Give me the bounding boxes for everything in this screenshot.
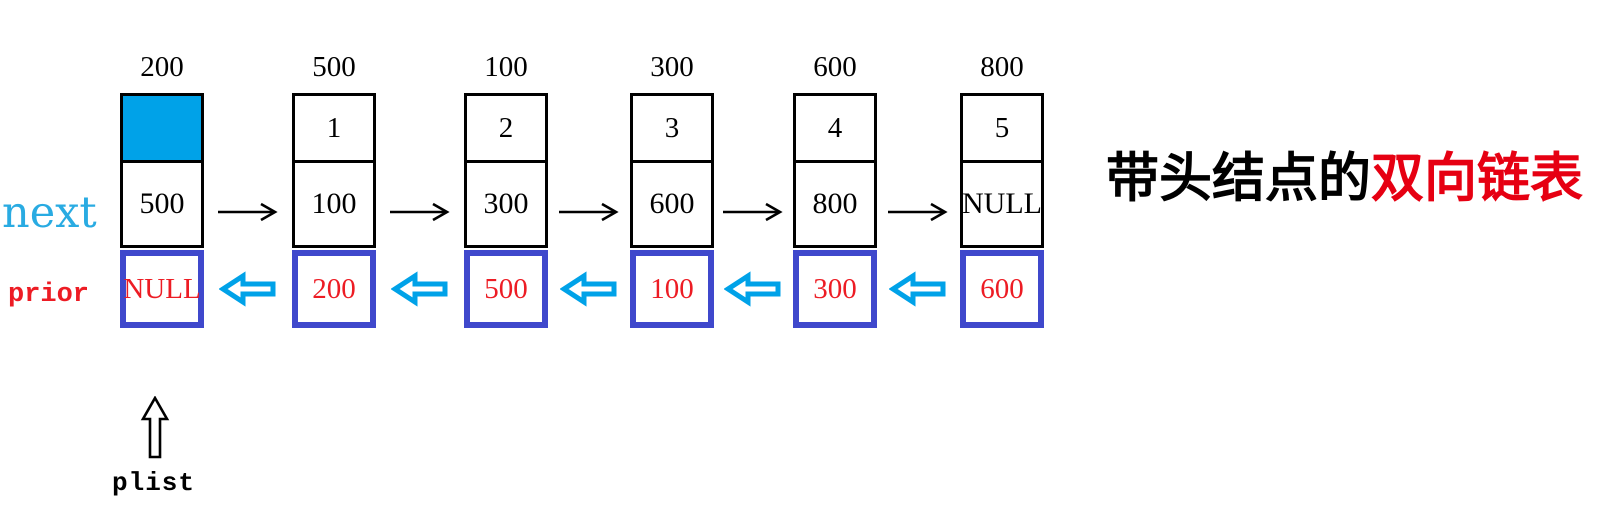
node-next-cell: 500: [120, 163, 204, 248]
right-arrow-icon: [390, 202, 450, 222]
right-arrow-icon: [723, 202, 783, 222]
node-data-cell: 4: [793, 93, 877, 163]
left-arrow-icon: [391, 271, 448, 307]
node-address: 800: [980, 51, 1024, 83]
list-node-600: 600 4 800 300: [793, 48, 877, 328]
list-node-300: 300 3 600 100: [630, 48, 714, 328]
list-node-800: 800 5 NULL 600: [960, 48, 1044, 328]
page-title: 带头结点的双向链表: [1106, 136, 1583, 212]
node-prior-cell: NULL: [120, 250, 204, 328]
node-address: 600: [813, 51, 857, 83]
node-data-cell: 2: [464, 93, 548, 163]
prior-row-label: prior: [8, 280, 90, 310]
node-prior-cell: 100: [630, 250, 714, 328]
left-arrow-icon: [560, 271, 617, 307]
node-next-cell: NULL: [960, 163, 1044, 248]
title-red-part: 双向链表: [1371, 147, 1583, 209]
plist-label: plist: [112, 468, 196, 498]
node-prior-cell: 500: [464, 250, 548, 328]
node-prior-cell: 200: [292, 250, 376, 328]
node-next-cell: 800: [793, 163, 877, 248]
node-next-cell: 100: [292, 163, 376, 248]
node-address: 200: [140, 51, 184, 83]
node-next-cell: 300: [464, 163, 548, 248]
node-address: 300: [650, 51, 694, 83]
left-arrow-icon: [219, 271, 276, 307]
node-data-cell: 3: [630, 93, 714, 163]
node-address: 100: [484, 51, 528, 83]
node-prior-cell: 300: [793, 250, 877, 328]
node-data-cell-head: [120, 93, 204, 163]
list-node-500: 500 1 100 200: [292, 48, 376, 328]
right-arrow-icon: [559, 202, 619, 222]
list-node-100: 100 2 300 500: [464, 48, 548, 328]
left-arrow-icon: [724, 271, 781, 307]
next-row-label: next: [2, 188, 97, 238]
node-next-cell: 600: [630, 163, 714, 248]
node-data-cell: 1: [292, 93, 376, 163]
node-prior-cell: 600: [960, 250, 1044, 328]
node-address: 500: [312, 51, 356, 83]
left-arrow-icon: [889, 271, 946, 307]
right-arrow-icon: [218, 202, 278, 222]
list-node-200: 200 500 NULL: [120, 48, 204, 328]
title-black-part: 带头结点的: [1106, 147, 1371, 209]
node-data-cell: 5: [960, 93, 1044, 163]
up-arrow-icon: [140, 396, 170, 459]
right-arrow-icon: [888, 202, 948, 222]
